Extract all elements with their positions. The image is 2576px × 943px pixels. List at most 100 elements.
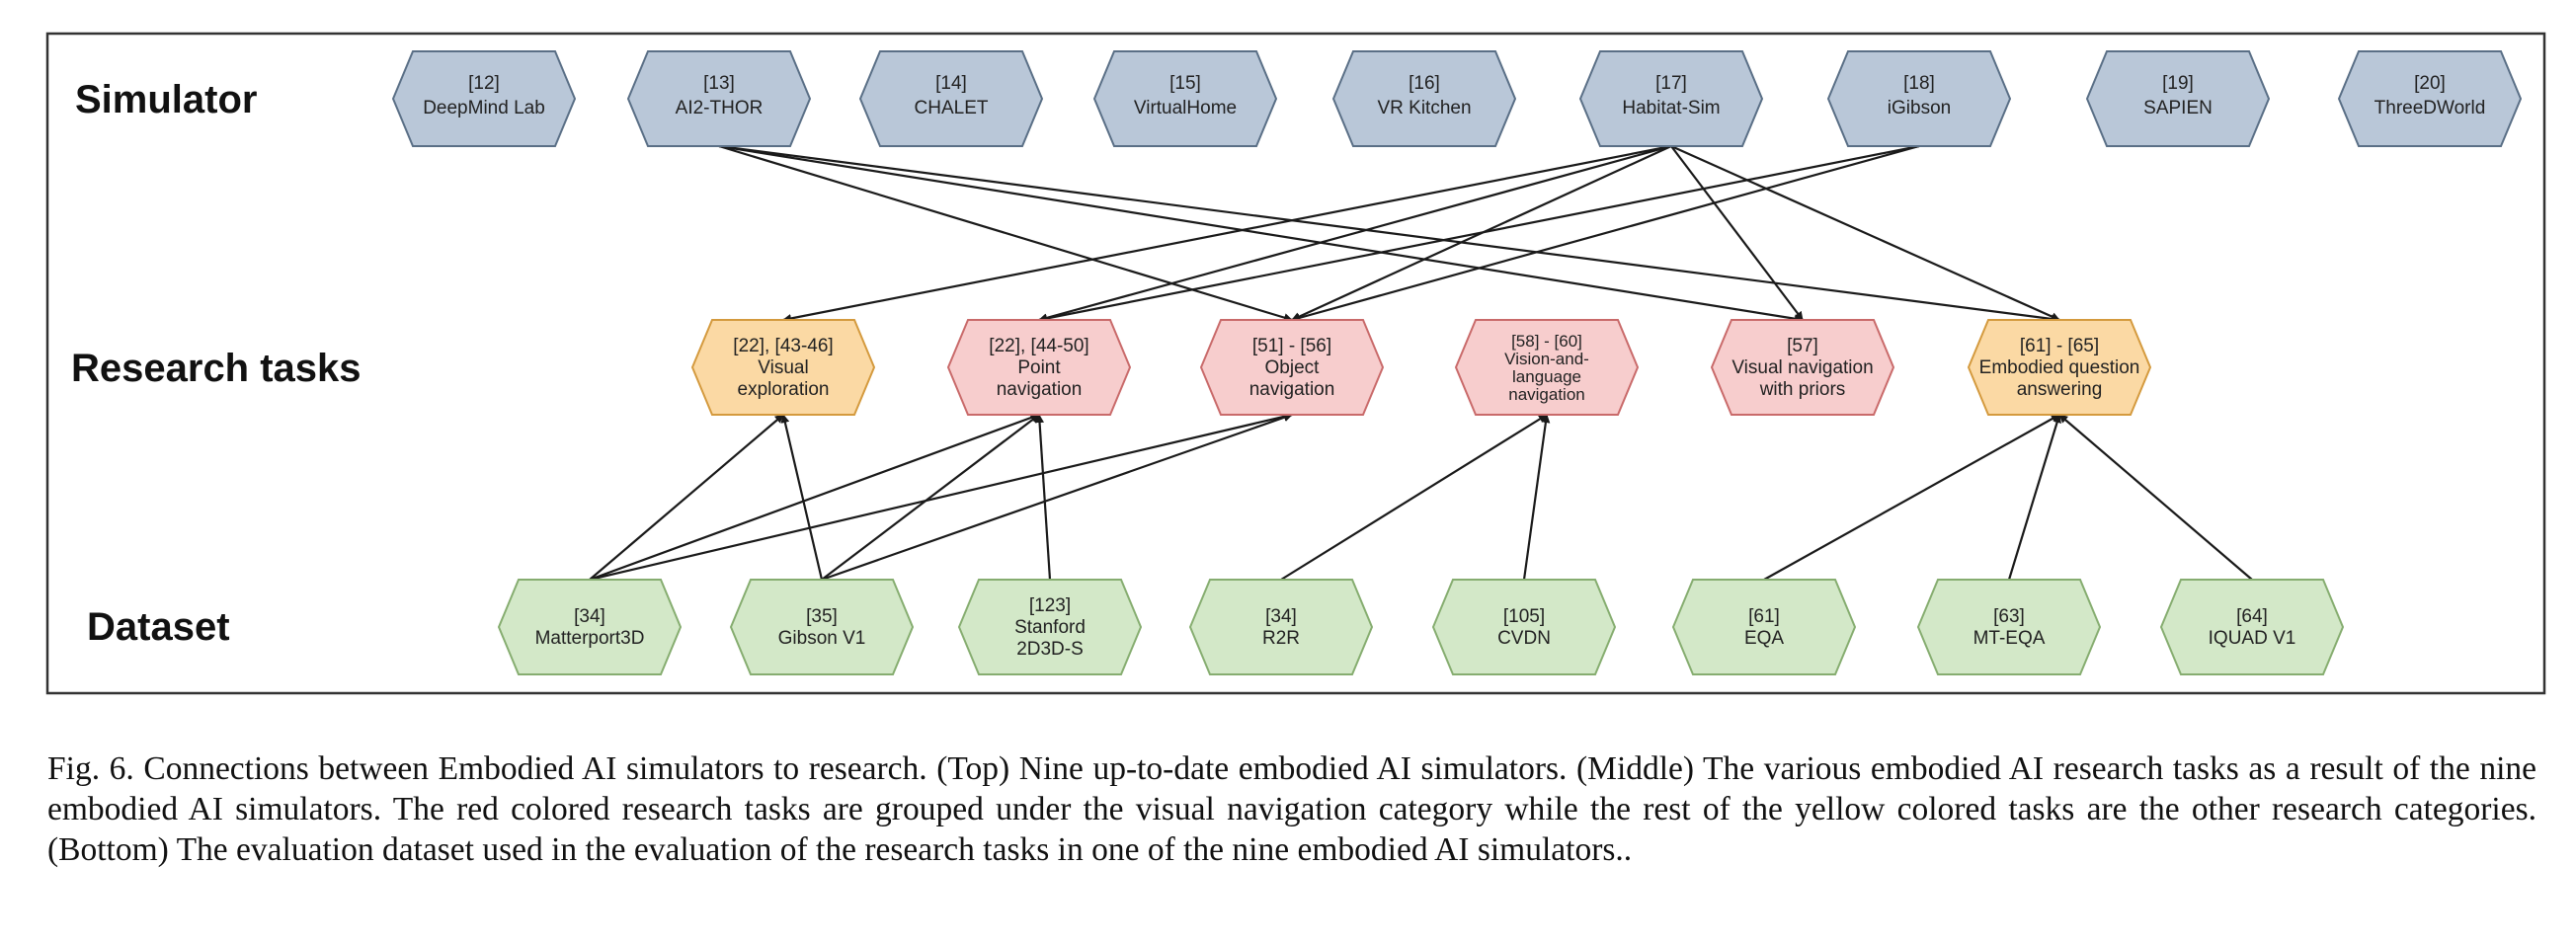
- simulator-node-shape: [2085, 50, 2271, 147]
- research-task-node-label: Embodied question: [1979, 357, 2140, 378]
- research-task-node-shape: [1967, 319, 2152, 416]
- simulator-node-label: AI2-THOR: [676, 98, 764, 118]
- research-task-node-label: exploration: [738, 379, 830, 400]
- simulator-node-shape: [1092, 50, 1278, 147]
- dataset-node-shape: [497, 579, 683, 675]
- connection-arrow: [1038, 144, 1920, 323]
- simulator-node-label: VirtualHome: [1134, 98, 1237, 118]
- connection-arrow: [821, 414, 1040, 581]
- dataset-node-ref: [123]: [1029, 595, 1071, 616]
- dataset-node: [63]MT-EQA: [1916, 579, 2102, 675]
- connection-arrow: [1280, 414, 1548, 581]
- simulator-node-shape: [1331, 50, 1517, 147]
- simulator-node: [19]SAPIEN: [2085, 50, 2271, 147]
- research-task-node-ref: [22], [43-46]: [733, 336, 833, 356]
- connection-arrow: [1763, 414, 2060, 581]
- simulator-node: [13] AI2-THOR: [626, 50, 812, 147]
- research-task-node-shape: [946, 319, 1132, 416]
- research-task-node-ref: [57]: [1787, 336, 1818, 356]
- simulator-node: [20]ThreeDWorld: [2337, 50, 2523, 147]
- simulator-node-ref: [14]: [935, 73, 967, 94]
- row-label-research-tasks: Research tasks: [71, 347, 362, 390]
- simulator-node-shape: [391, 50, 577, 147]
- diagram: [12] DeepMind Lab [13] AI2-THOR [14] CHALET [1…: [45, 32, 2546, 695]
- research-task-node-label: navigation: [997, 379, 1083, 400]
- simulator-node-ref: [16]: [1409, 73, 1440, 94]
- dataset-node-shape: [1671, 579, 1857, 675]
- simulator-node: [18] iGibson: [1826, 50, 2012, 147]
- research-task-node-label: answering: [2017, 379, 2103, 400]
- connection-arrow: [718, 144, 1293, 322]
- connection-arrow: [1291, 144, 1920, 323]
- simulator-node-ref: [18]: [1903, 73, 1935, 94]
- dataset-node-ref: [34]: [574, 606, 605, 627]
- dataset-node-label: Stanford: [1014, 617, 1086, 638]
- research-task-node-ref: [61] - [65]: [2020, 336, 2099, 356]
- connection-arrow: [1038, 144, 1672, 323]
- dataset-node-ref: [34]: [1265, 606, 1297, 627]
- dataset-node: [34]R2R: [1188, 579, 1374, 675]
- dataset-node-label: IQUAD V1: [2209, 628, 2296, 649]
- connection-arrow: [2058, 414, 2253, 581]
- edges-layer: [589, 144, 2253, 582]
- research-task-node-ref: [51] - [56]: [1252, 336, 1331, 356]
- dataset-node: [61]EQA: [1671, 579, 1857, 675]
- connection-arrow: [589, 413, 1040, 582]
- simulator-node-label: CHALET: [915, 98, 989, 118]
- research-task-node-label: Visual navigation: [1731, 357, 1873, 378]
- dataset-node-shape: [1916, 579, 2102, 675]
- connection-arrow: [718, 144, 1804, 324]
- nodes-layer: [12] DeepMind Lab [13] AI2-THOR [14] CHALET [1…: [391, 50, 2523, 675]
- simulator-node-ref: [19]: [2162, 73, 2194, 94]
- dataset-node-ref: [35]: [806, 606, 838, 627]
- simulator-node-shape: [1578, 50, 1764, 147]
- connection-arrow: [1670, 144, 2060, 322]
- research-task-node-shape: [1199, 319, 1385, 416]
- dataset-node-label: Gibson V1: [778, 628, 866, 649]
- dataset-node-ref: [64]: [2236, 606, 2268, 627]
- connection-arrow: [1670, 145, 1804, 321]
- simulator-node: [17]Habitat-Sim: [1578, 50, 1764, 147]
- simulator-node-label: DeepMind Lab: [423, 98, 545, 118]
- dataset-node-label: EQA: [1744, 628, 1784, 649]
- dataset-node-ref: [61]: [1748, 606, 1780, 627]
- research-task-node-label: Visual: [758, 357, 808, 378]
- research-task-node-label: language: [1512, 367, 1581, 386]
- dataset-node-label: MT-EQA: [1973, 628, 2046, 649]
- research-task-node-shape: [1710, 319, 1895, 416]
- dataset-node: [105]CVDN: [1431, 579, 1617, 675]
- connection-arrow: [589, 414, 784, 581]
- simulator-node-label: ThreeDWorld: [2375, 98, 2486, 118]
- simulator-node-shape: [626, 50, 812, 147]
- simulator-node-label: iGibson: [1888, 98, 1951, 118]
- simulator-node: [15]VirtualHome: [1092, 50, 1278, 147]
- dataset-node-label: Matterport3D: [535, 628, 645, 649]
- simulator-node-ref: [12]: [468, 73, 500, 94]
- simulator-node-label: VR Kitchen: [1377, 98, 1471, 118]
- connection-arrow: [821, 413, 1293, 582]
- research-task-node-label: Object: [1265, 357, 1321, 378]
- simulator-node-shape: [1826, 50, 2012, 147]
- connection-arrow: [780, 414, 824, 581]
- connection-arrow: [1522, 414, 1551, 581]
- dataset-node-shape: [957, 579, 1143, 675]
- research-task-node-ref: [22], [44-50]: [989, 336, 1088, 356]
- research-task-node-shape: [1454, 319, 1640, 416]
- research-task-node-shape: [690, 319, 876, 416]
- connection-arrow: [2007, 414, 2061, 581]
- connection-arrow: [1035, 414, 1052, 581]
- simulator-node-shape: [858, 50, 1044, 147]
- dataset-node-ref: [63]: [1993, 606, 2025, 627]
- dataset-node-label: R2R: [1262, 628, 1300, 649]
- simulator-node-ref: [13]: [703, 73, 735, 94]
- dataset-node: [35]Gibson V1: [729, 579, 915, 675]
- research-task-node-label: Vision-and-: [1504, 350, 1589, 368]
- simulator-node: [16] VR Kitchen: [1331, 50, 1517, 147]
